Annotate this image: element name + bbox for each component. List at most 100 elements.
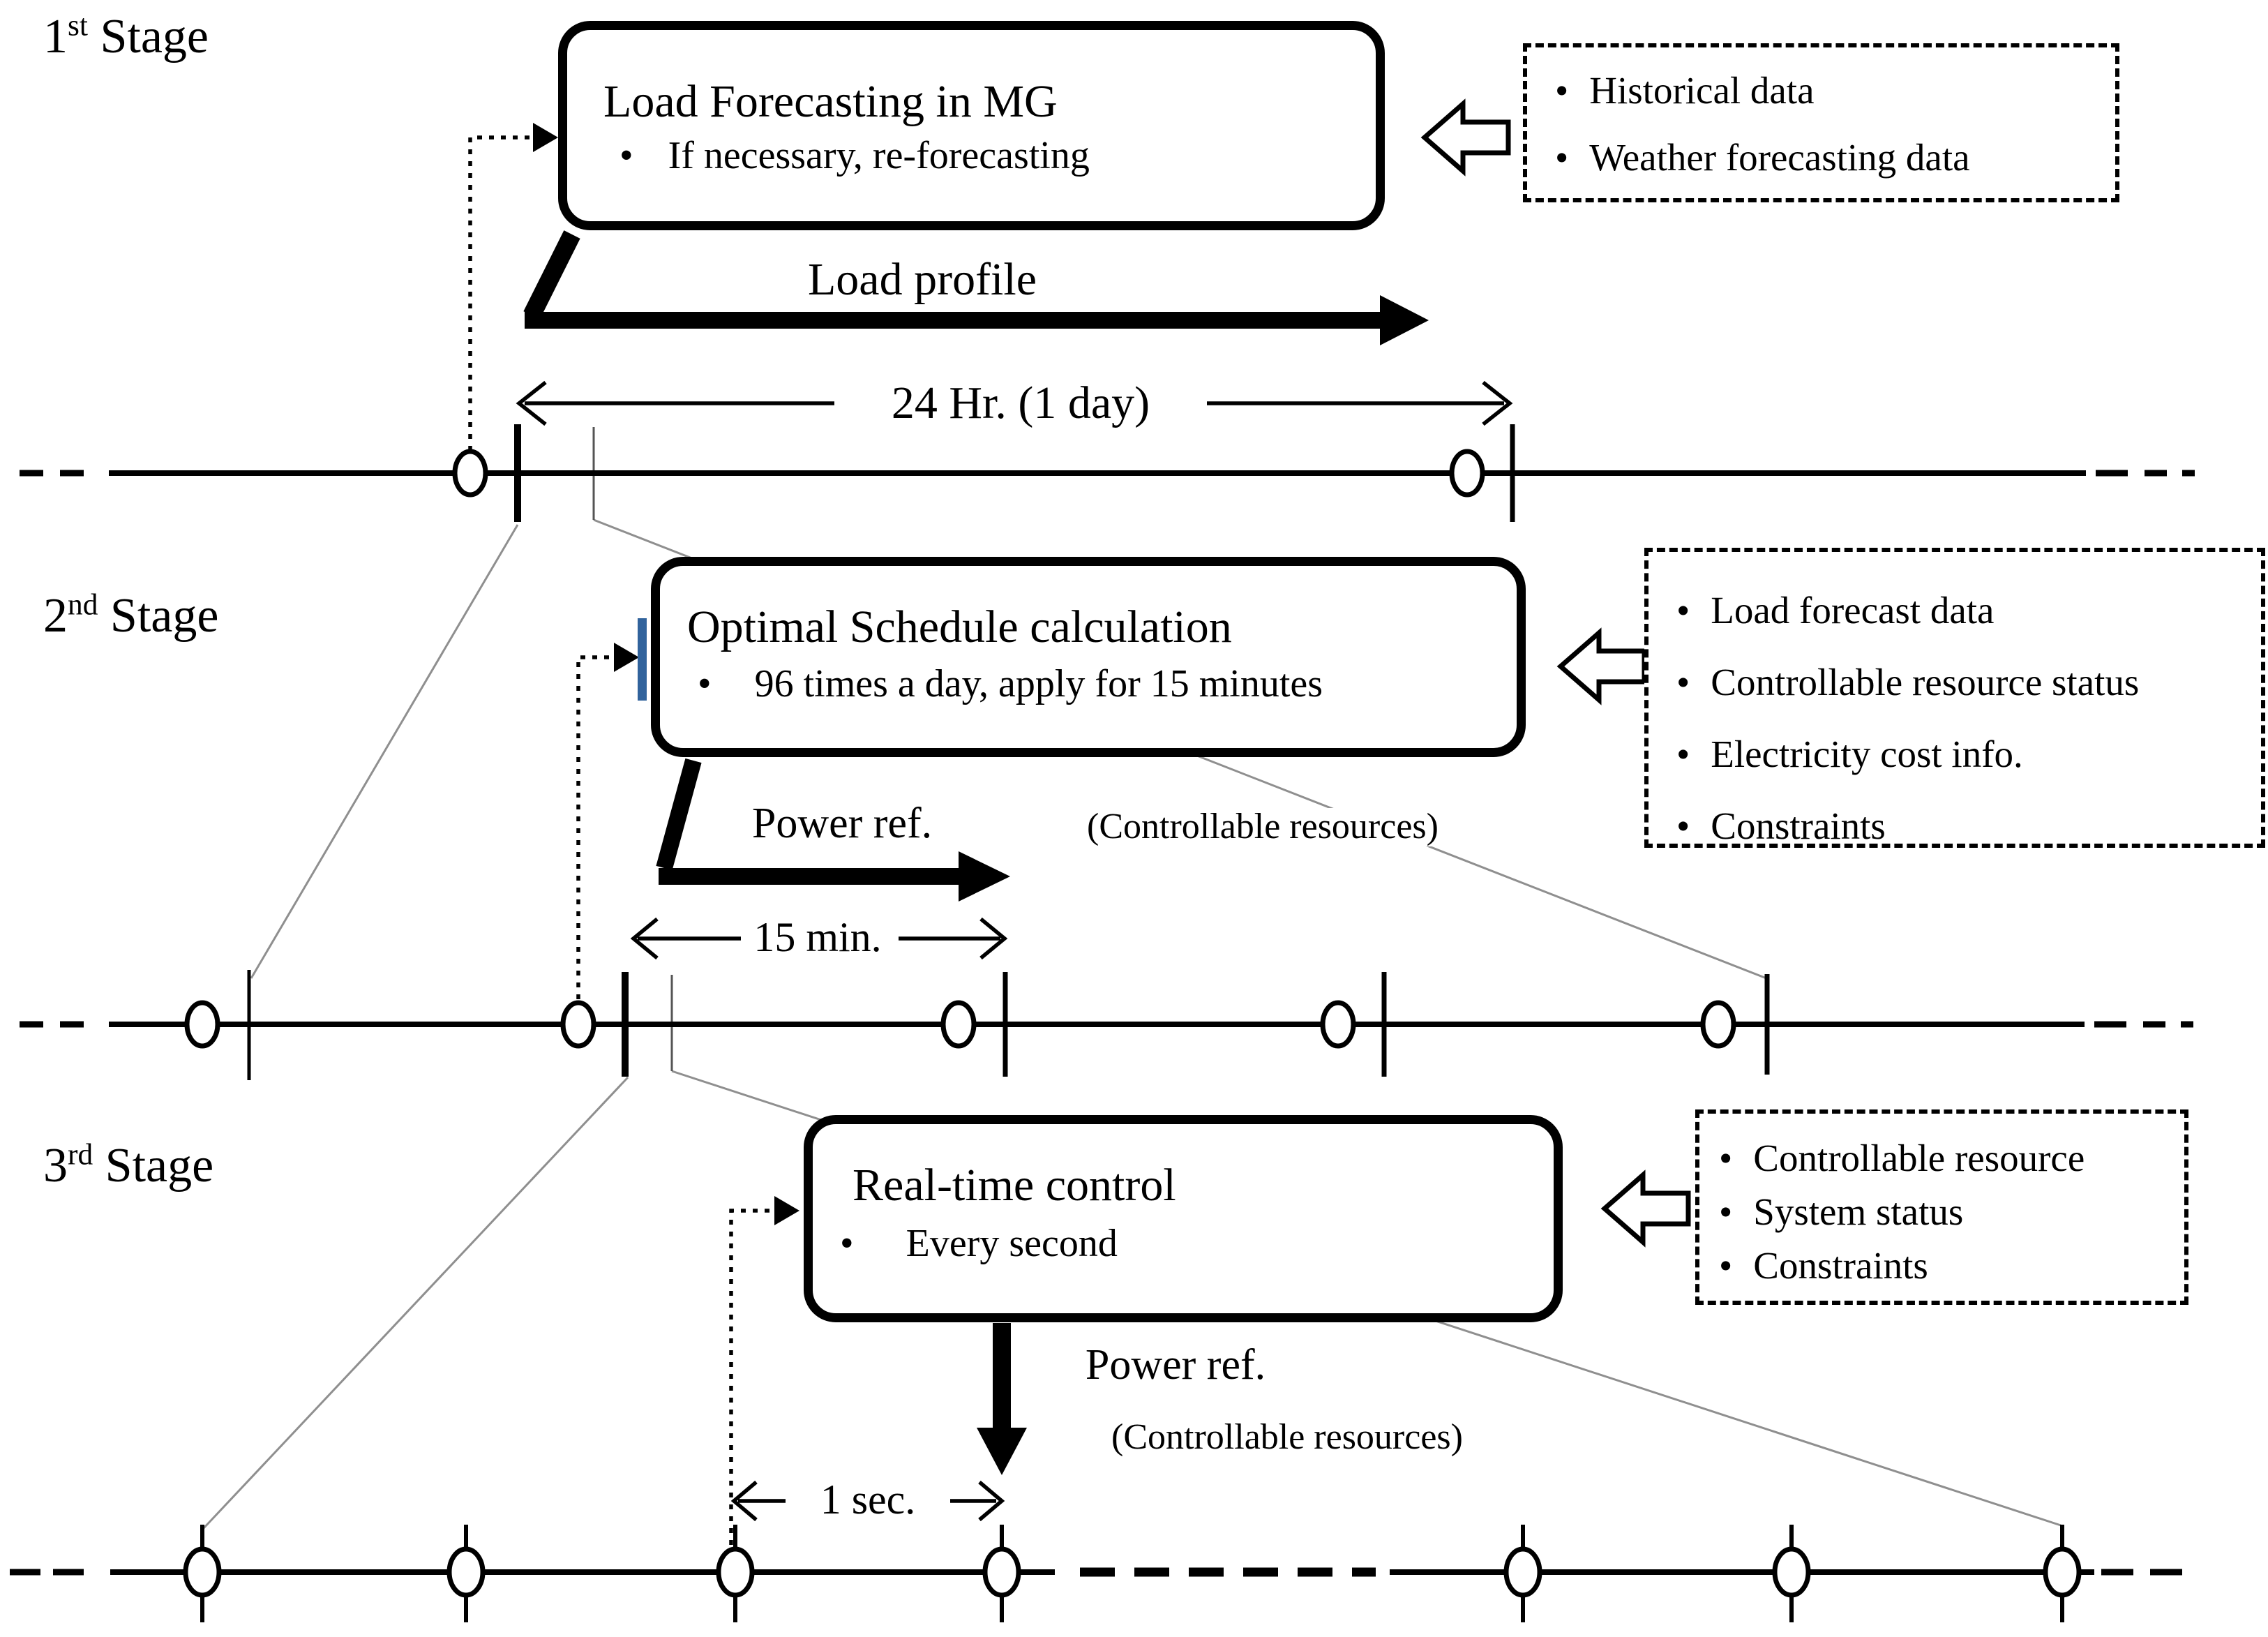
load-forecasting-title: Load Forecasting in MG xyxy=(603,76,1058,127)
load-profile-label: Load profile xyxy=(807,254,1037,305)
span-24hr-left-arrowhead-icon xyxy=(516,380,547,426)
timeline-3-marker-circles xyxy=(183,1546,2082,1598)
load-profile-arrowhead-icon xyxy=(1380,295,1429,345)
span-arrow-24hr xyxy=(516,380,1513,426)
power-ref2-arrowhead-icon xyxy=(959,851,1010,902)
controllable-resources-stage2-label: (Controllable resources) xyxy=(1081,807,1444,846)
stage-3-label: 3rd Stage xyxy=(43,1139,214,1193)
output-arrows xyxy=(523,230,1429,1475)
stage2-input-resource-status: Controllable resource status xyxy=(1711,661,2140,703)
stage-3-number: 3 xyxy=(43,1139,68,1193)
stage-1-ordinal: st xyxy=(68,8,88,43)
funnel-line-t1-left xyxy=(250,524,519,979)
timeline-1 xyxy=(20,424,2195,522)
span-15min-right-arrowhead-icon xyxy=(979,917,1008,960)
stage-2-label: 2nd Stage xyxy=(43,590,218,642)
stage-2-word: Stage xyxy=(110,589,219,643)
optimal-schedule-bullet-row: • 96 times a day, apply for 15 minutes xyxy=(698,662,1323,706)
stage-1-number: 1 xyxy=(43,10,68,63)
input-item: • Constraints xyxy=(1719,1243,1928,1287)
bullet-icon: • xyxy=(1555,69,1569,112)
bullet-icon: • xyxy=(1676,733,1690,775)
span-arrow-1sec xyxy=(730,1480,1005,1522)
timeline-1-marker-circle-end xyxy=(1449,449,1485,498)
input-block-arrows xyxy=(1420,98,1691,1248)
bullet-icon: • xyxy=(1555,136,1569,179)
stage1-inputs-box: • Historical data • Weather forecasting … xyxy=(1523,43,2119,202)
trigger-line-stage2 xyxy=(576,655,615,999)
bullet-icon: • xyxy=(1719,1137,1733,1179)
span-1sec-right-arrowhead-icon xyxy=(978,1480,1005,1522)
stage1-input-historical-data: Historical data xyxy=(1589,69,1815,112)
stage2-input-constraints: Constraints xyxy=(1711,805,1886,847)
funnel-line-t2-left xyxy=(202,1076,629,1530)
span-15min-label: 15 min. xyxy=(753,914,882,960)
stage3-input-controllable-resource: Controllable resource xyxy=(1753,1137,2085,1179)
span-24hr-right-arrowhead-icon xyxy=(1482,380,1513,426)
input-item: • System status xyxy=(1719,1190,1963,1234)
timeline-1-marker-circle-start xyxy=(452,449,488,498)
timeline-2-marker-circles xyxy=(184,1000,1736,1049)
input-arrow-stage1-icon xyxy=(1420,98,1511,177)
optimal-schedule-title: Optimal Schedule calculation xyxy=(687,601,1232,652)
real-time-control-box: Real-time control • Every second xyxy=(804,1115,1563,1322)
bullet-icon: • xyxy=(698,662,712,705)
stage2-inputs-box: • Load forecast data • Controllable reso… xyxy=(1644,548,2265,848)
trigger-line-stage1 xyxy=(468,135,536,451)
stage2-input-load-forecast: Load forecast data xyxy=(1711,589,1995,631)
optimal-schedule-bullet-text: 96 times a day, apply for 15 minutes xyxy=(754,662,1323,705)
load-profile-arrow xyxy=(523,230,1429,345)
stage1-input-weather-data: Weather forecasting data xyxy=(1589,136,1970,179)
stage-1-label: 1st Stage xyxy=(43,8,209,63)
stage3-inputs-box: • Controllable resource • System status … xyxy=(1695,1109,2188,1305)
load-forecasting-bullet-text: If necessary, re-forecasting xyxy=(668,134,1090,177)
input-item: • Historical data xyxy=(1555,68,1815,112)
input-item: • Controllable resource xyxy=(1719,1136,2085,1180)
bullet-icon: • xyxy=(619,134,633,177)
stage-2-number: 2 xyxy=(43,589,68,643)
input-item: • Load forecast data xyxy=(1676,588,1994,632)
stage2-input-electricity-cost: Electricity cost info. xyxy=(1711,733,2023,775)
span-1sec-label: 1 sec. xyxy=(820,1477,916,1523)
blue-accent-bar xyxy=(638,618,647,701)
bullet-icon: • xyxy=(1676,589,1690,631)
span-arrows xyxy=(516,380,1513,1522)
load-forecasting-box: Load Forecasting in MG • If necessary, r… xyxy=(558,21,1385,230)
trigger-arrowhead-stage3-icon xyxy=(774,1196,799,1225)
stage3-input-constraints: Constraints xyxy=(1753,1244,1928,1287)
input-item: • Electricity cost info. xyxy=(1676,732,2023,776)
real-time-control-bullet-text: Every second xyxy=(906,1222,1118,1265)
stage-1-word: Stage xyxy=(100,10,209,63)
power-ref2-arrow-slant xyxy=(656,758,702,871)
optimal-schedule-box: Optimal Schedule calculation • 96 times … xyxy=(651,557,1526,757)
input-item: • Constraints xyxy=(1676,804,1886,848)
input-item: • Weather forecasting data xyxy=(1555,135,1970,179)
load-forecasting-bullet-row: • If necessary, re-forecasting xyxy=(619,134,1090,178)
dotted-trigger-lines xyxy=(468,135,772,1545)
power-ref-arrow-stage2 xyxy=(656,758,1010,902)
power-ref3-arrowhead-icon xyxy=(977,1428,1027,1475)
stage3-input-system-status: System status xyxy=(1753,1190,1964,1233)
trigger-arrowhead-stage1-icon xyxy=(533,123,558,152)
real-time-control-bullet-row: • Every second xyxy=(840,1222,1118,1266)
input-item: • Controllable resource status xyxy=(1676,660,2139,704)
span-15min-left-arrowhead-icon xyxy=(630,917,659,960)
input-arrow-stage2-icon xyxy=(1556,627,1647,705)
timeline-2-ticks xyxy=(247,970,1770,1080)
stage-2-ordinal: nd xyxy=(68,588,98,622)
power-ref-stage2-label: Power ref. xyxy=(751,800,933,847)
input-arrow-stage3-icon xyxy=(1600,1169,1691,1248)
bullet-icon: • xyxy=(1719,1190,1733,1233)
trigger-arrowheads xyxy=(533,123,799,1225)
real-time-control-title: Real-time control xyxy=(853,1160,1176,1211)
trigger-line-stage3 xyxy=(729,1209,772,1545)
power-ref-stage3-label: Power ref. xyxy=(1085,1341,1266,1389)
stage-3-word: Stage xyxy=(105,1139,214,1193)
bullet-icon: • xyxy=(1676,805,1690,847)
bullet-icon: • xyxy=(840,1222,854,1265)
load-profile-arrow-slant xyxy=(523,230,580,320)
span-24hr-label: 24 Hr. (1 day) xyxy=(891,378,1150,428)
span-arrow-15min xyxy=(630,917,1008,960)
